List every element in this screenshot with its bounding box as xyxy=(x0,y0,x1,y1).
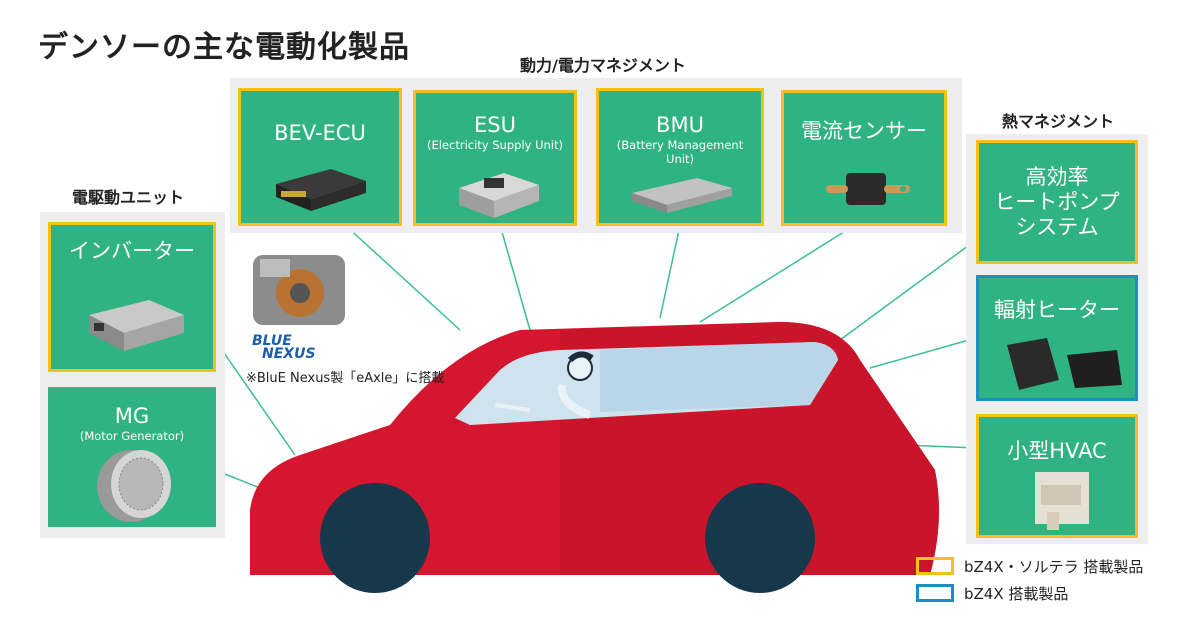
legend-swatch-yellow xyxy=(916,557,954,575)
group-label-power: 動力/電力マネジメント xyxy=(520,56,686,75)
card-esu-title: ESU xyxy=(474,113,516,137)
logo-line2: NEXUS xyxy=(262,346,316,362)
inverter-product-image xyxy=(89,300,184,351)
card-bmu-sub1: (Battery Management xyxy=(616,138,744,152)
card-bmu-sub2: Unit) xyxy=(666,152,694,166)
card-current-sensor: 電流センサー xyxy=(781,90,947,226)
eaxle-note: ※BluE Nexus製「eAxle」に搭載 xyxy=(246,371,445,386)
bluenexus-logo: BLUE NEXUS xyxy=(252,333,342,362)
legend-swatch-blue xyxy=(916,584,954,602)
logo-line1: BLUE xyxy=(252,333,292,349)
card-bev-ecu: BEV-ECU xyxy=(238,88,402,226)
card-mg-sub: (Motor Generator) xyxy=(79,429,185,443)
group-label-thermal: 熱マネジメント xyxy=(1002,112,1115,131)
card-heat-pump-l1: 高効率 xyxy=(1025,165,1089,189)
card-radiant-heater-title: 輻射ヒーター xyxy=(994,298,1120,322)
group-label-drive: 電駆動ユニット xyxy=(72,188,185,207)
card-heat-pump-l3: システム xyxy=(1015,215,1099,239)
card-esu: ESU (Electricity Supply Unit) xyxy=(413,90,577,226)
card-heat-pump: 高効率 ヒートポンプ システム xyxy=(976,140,1138,264)
legend-label-blue: bZ4X 搭載製品 xyxy=(964,585,1069,603)
card-current-sensor-title: 電流センサー xyxy=(801,119,927,143)
hvac-product-image xyxy=(1035,472,1089,530)
card-mg-title: MG xyxy=(114,404,150,428)
esu-product-image xyxy=(459,173,539,218)
front-wheel xyxy=(320,483,430,593)
mg-product-image xyxy=(97,450,171,522)
card-bev-ecu-title: BEV-ECU xyxy=(274,121,366,145)
card-esu-sub: (Electricity Supply Unit) xyxy=(426,138,563,152)
current-sensor-product-image xyxy=(826,173,910,205)
rear-wheel xyxy=(705,483,815,593)
card-bmu-title: BMU xyxy=(656,113,704,137)
page-title: デンソーの主な電動化製品 xyxy=(38,30,410,65)
card-inverter: インバーター xyxy=(48,222,216,372)
card-hvac: 小型HVAC xyxy=(976,414,1138,538)
card-heat-pump-l2: ヒートポンプ xyxy=(994,190,1120,214)
card-mg: MG (Motor Generator) xyxy=(48,387,216,527)
bmu-product-image xyxy=(632,178,732,213)
card-bmu: BMU (Battery Management Unit) xyxy=(596,88,764,226)
legend-label-yellow: bZ4X・ソルテラ 搭載製品 xyxy=(964,558,1144,576)
card-radiant-heater: 輻射ヒーター xyxy=(976,275,1138,401)
eaxle-product-image xyxy=(253,255,345,325)
card-inverter-title: インバーター xyxy=(69,239,195,263)
radiant-heater-product-image xyxy=(1007,338,1122,390)
bev-ecu-product-image xyxy=(276,169,366,211)
connector-lines xyxy=(214,224,977,491)
card-hvac-title: 小型HVAC xyxy=(1007,439,1107,463)
